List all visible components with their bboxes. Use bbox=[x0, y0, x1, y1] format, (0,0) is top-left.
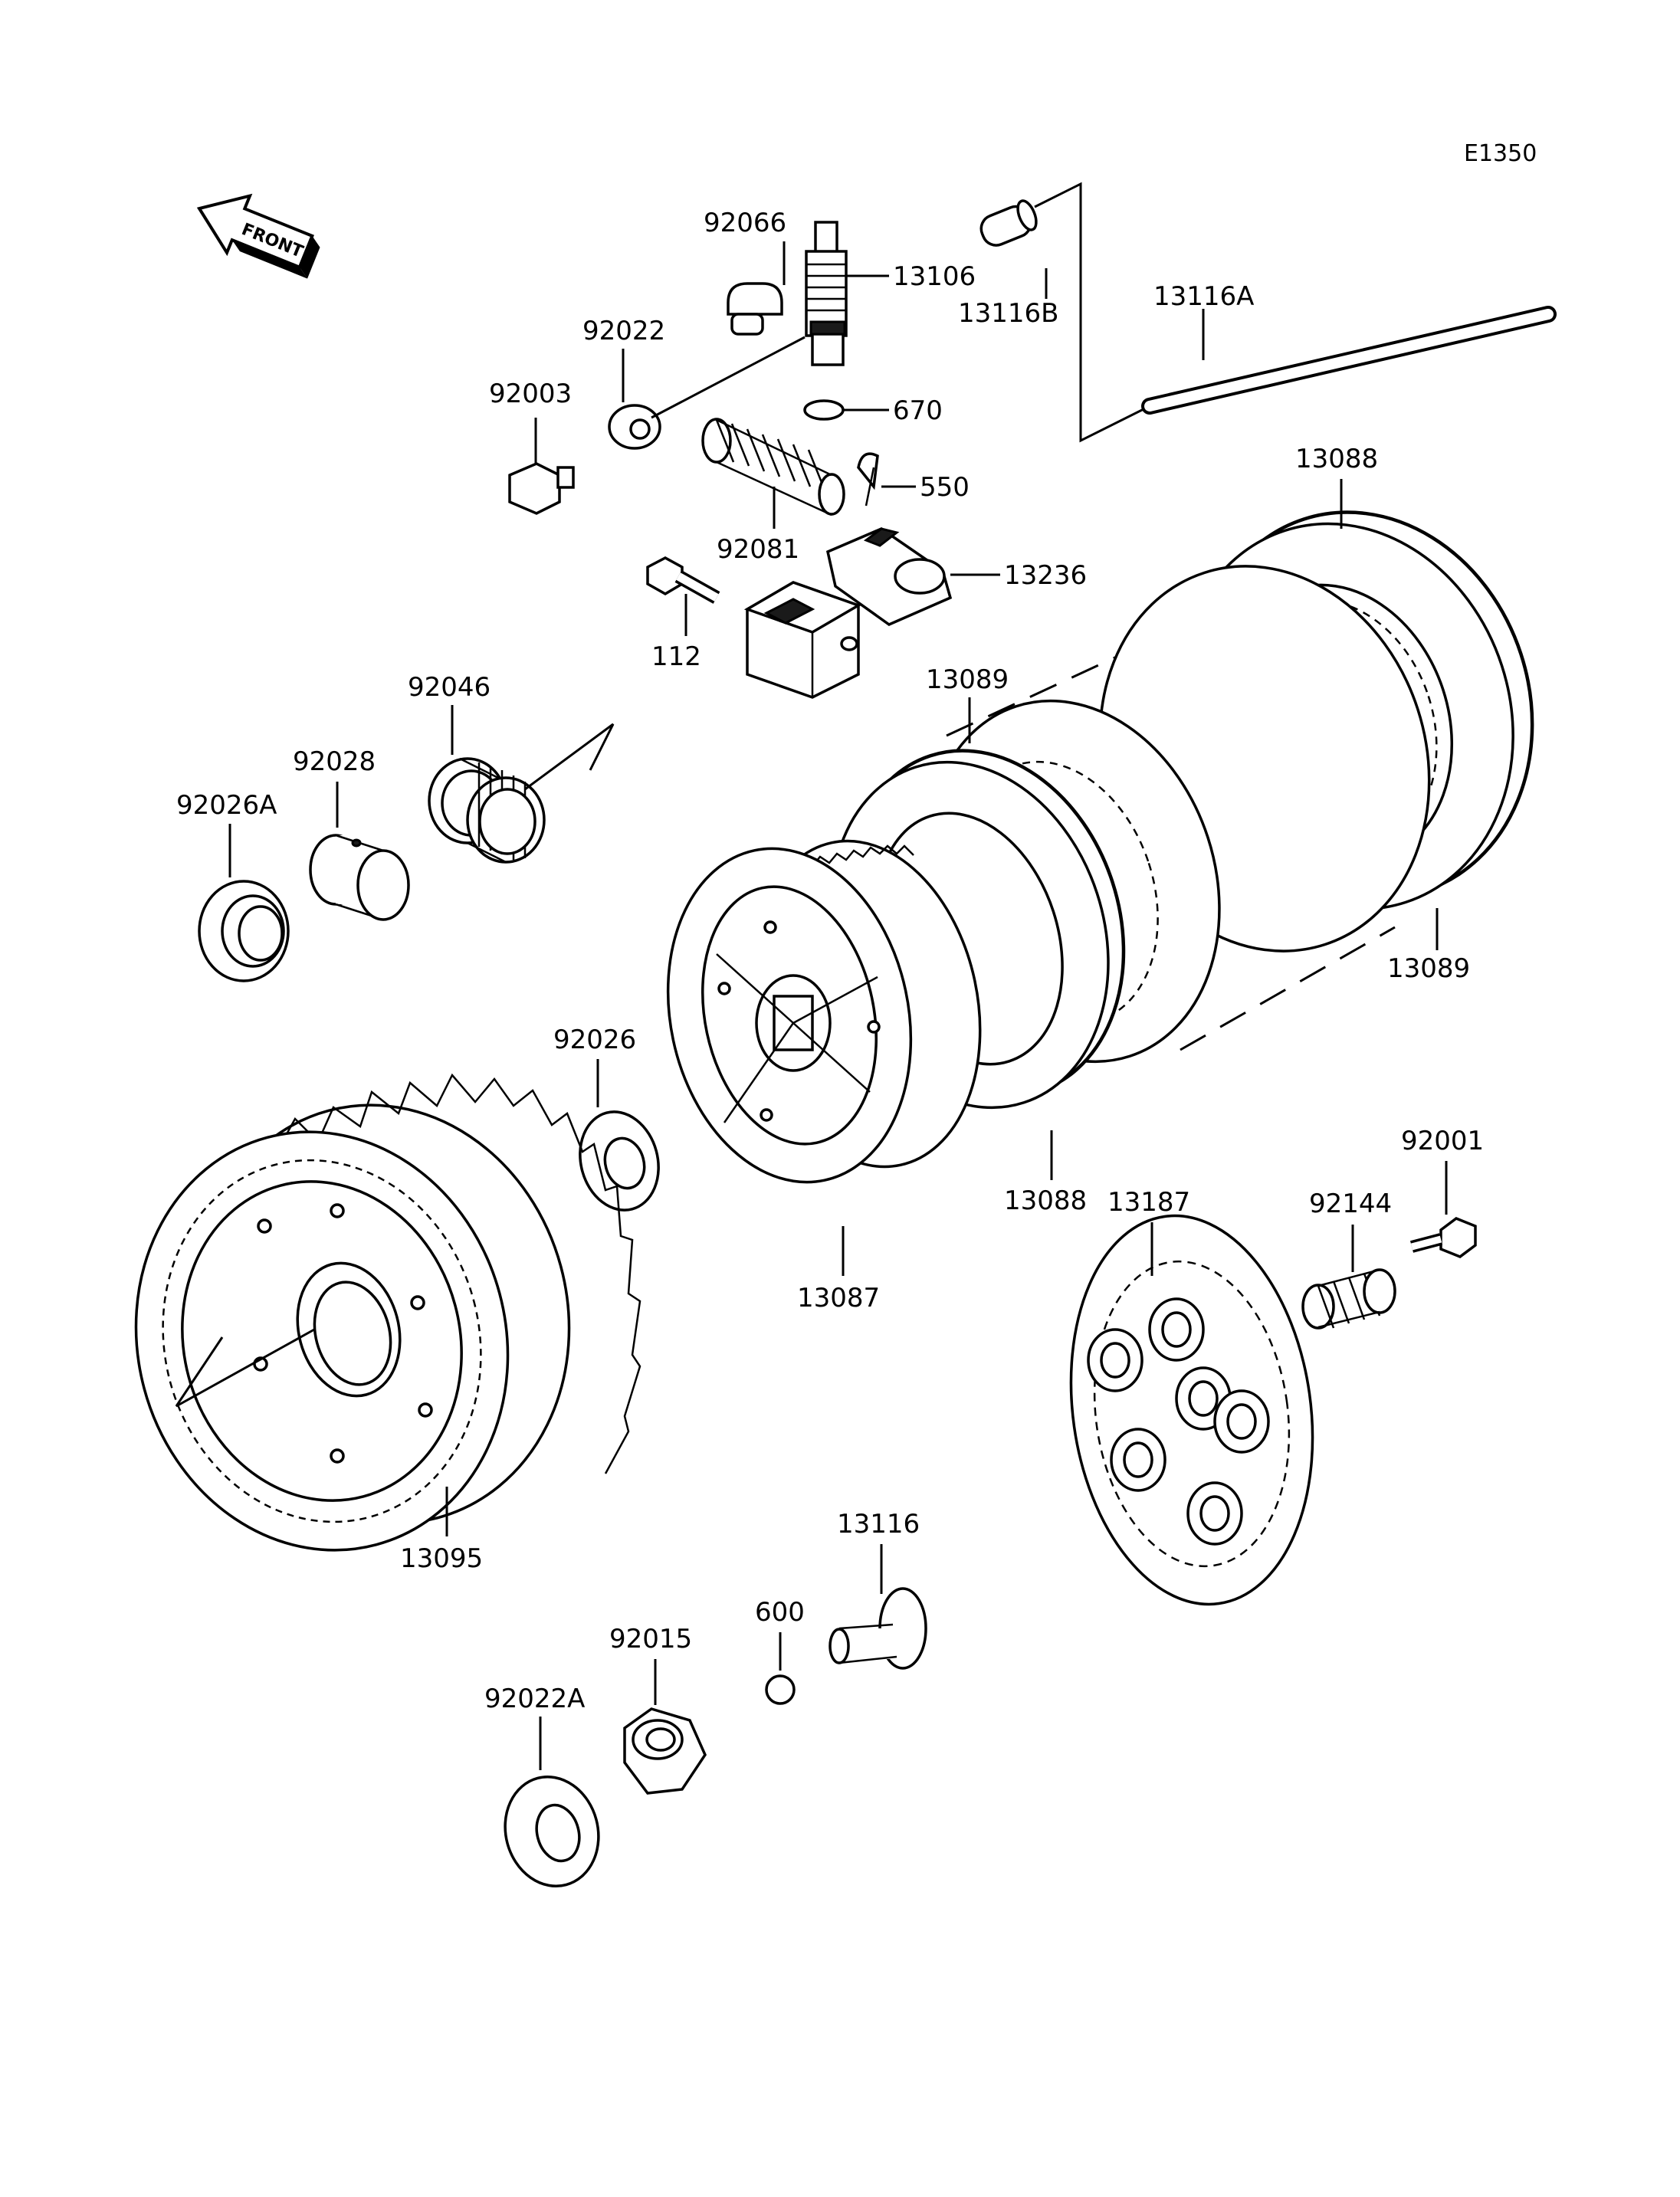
label-92022: 92022 bbox=[582, 316, 665, 346]
label-13116B: 13116B bbox=[958, 298, 1058, 329]
label-92144: 92144 bbox=[1309, 1189, 1392, 1219]
label-13236: 13236 bbox=[1004, 560, 1087, 591]
label-13088-bottom: 13088 bbox=[1004, 1185, 1087, 1216]
label-92022A: 92022A bbox=[484, 1684, 585, 1714]
label-92028: 92028 bbox=[293, 746, 376, 777]
spring-92081 bbox=[701, 418, 845, 516]
collar-92028 bbox=[309, 834, 410, 921]
nut-92015 bbox=[623, 1707, 707, 1795]
label-13116A: 13116A bbox=[1153, 281, 1254, 312]
ball-600 bbox=[765, 1674, 796, 1705]
clutch-hub-13087 bbox=[666, 839, 982, 1184]
washer-92026 bbox=[579, 1110, 660, 1212]
label-13087: 13087 bbox=[797, 1283, 880, 1313]
label-92001: 92001 bbox=[1401, 1126, 1484, 1156]
pressure-plate-13187 bbox=[1069, 1214, 1314, 1606]
plug-92066 bbox=[727, 282, 783, 336]
lever-13236 bbox=[743, 527, 953, 699]
label-92066: 92066 bbox=[704, 208, 786, 238]
label-92026A: 92026A bbox=[176, 790, 277, 821]
label-670: 670 bbox=[893, 395, 943, 426]
label-13089-right: 13089 bbox=[1387, 953, 1470, 984]
bolt-112 bbox=[646, 556, 720, 604]
label-13095: 13095 bbox=[400, 1543, 483, 1574]
front-arrow-icon: FRONT bbox=[196, 193, 320, 279]
label-600: 600 bbox=[755, 1597, 805, 1628]
clutch-housing-13095 bbox=[134, 1073, 641, 1552]
label-92046: 92046 bbox=[408, 672, 491, 703]
label-13106: 13106 bbox=[893, 261, 976, 292]
diagram-code: E1350 bbox=[1464, 140, 1537, 167]
needle-bearing-92046 bbox=[428, 757, 546, 864]
washer-92022A bbox=[504, 1775, 600, 1888]
rod-13116A bbox=[1141, 306, 1557, 415]
clutch-release-shaft bbox=[805, 221, 848, 366]
label-13089-top: 13089 bbox=[926, 664, 1009, 695]
label-92081: 92081 bbox=[717, 534, 799, 565]
spring-92144 bbox=[1301, 1268, 1396, 1330]
washer-92026A bbox=[198, 880, 290, 982]
label-92026: 92026 bbox=[553, 1025, 636, 1055]
label-13116: 13116 bbox=[837, 1509, 920, 1540]
oring-670 bbox=[803, 399, 845, 421]
plug-92003 bbox=[508, 462, 575, 515]
cotter-pin-550 bbox=[857, 452, 879, 507]
bolt-92001 bbox=[1409, 1217, 1477, 1258]
washer-92022 bbox=[608, 404, 661, 450]
label-550: 550 bbox=[920, 472, 970, 503]
push-rod-13116 bbox=[829, 1587, 927, 1670]
label-13088-top: 13088 bbox=[1295, 444, 1378, 474]
label-13187: 13187 bbox=[1107, 1187, 1190, 1218]
label-92003: 92003 bbox=[489, 379, 572, 409]
pin-13116B bbox=[979, 199, 1038, 247]
label-112: 112 bbox=[651, 641, 701, 672]
label-92015: 92015 bbox=[609, 1624, 692, 1654]
